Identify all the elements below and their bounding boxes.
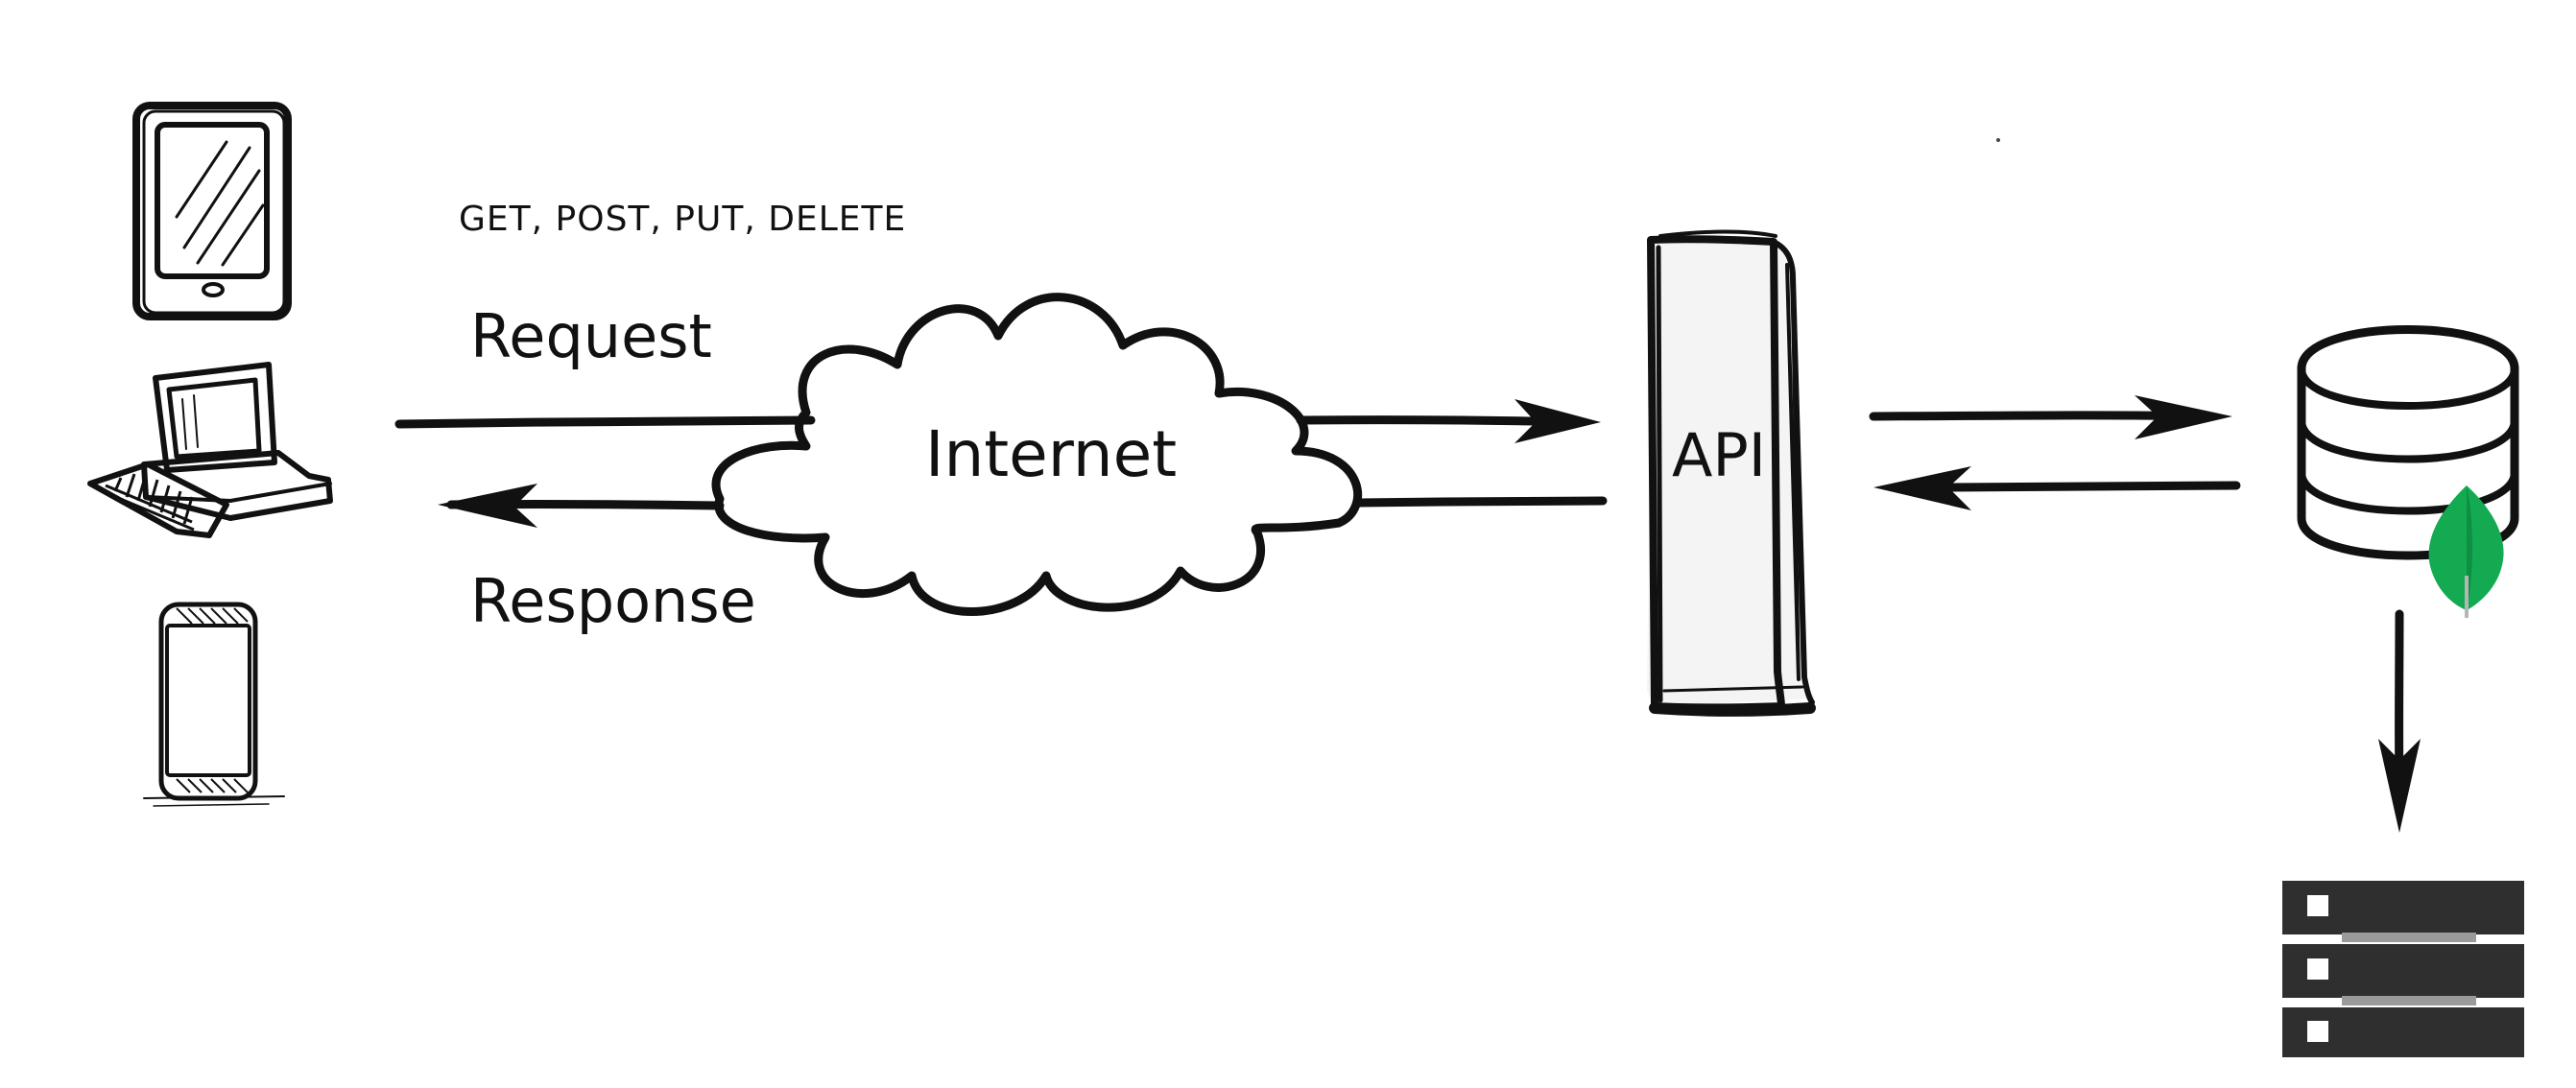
response-line-right <box>1353 496 1608 508</box>
request-arrowhead-right <box>1515 399 1601 443</box>
api-pillar-icon <box>1647 229 1816 717</box>
server-rack-icon <box>2282 881 2524 1057</box>
response-arrowhead-left <box>438 484 537 528</box>
cloud-icon <box>711 293 1363 616</box>
database-icon <box>2297 325 2519 560</box>
api-label: API <box>1672 420 1766 490</box>
internet-label: Internet <box>925 417 1177 491</box>
request-label: Request <box>470 301 712 371</box>
stray-dot <box>1996 138 2000 142</box>
db-to-server-arrowhead <box>2378 739 2421 833</box>
http-methods-label: GET, POST, PUT, DELETE <box>459 200 906 239</box>
db-to-api-line <box>1940 481 2241 492</box>
request-line-left <box>394 415 816 429</box>
response-label: Response <box>470 566 756 636</box>
smartphone-icon <box>143 602 285 807</box>
tablet-icon <box>132 102 292 320</box>
request-line-right <box>1296 415 1579 427</box>
desktop-computer-icon <box>87 362 333 538</box>
db-to-api-arrowhead <box>1873 466 1971 510</box>
mongodb-leaf-icon <box>2428 485 2504 618</box>
api-to-db-arrowhead <box>2135 395 2232 439</box>
